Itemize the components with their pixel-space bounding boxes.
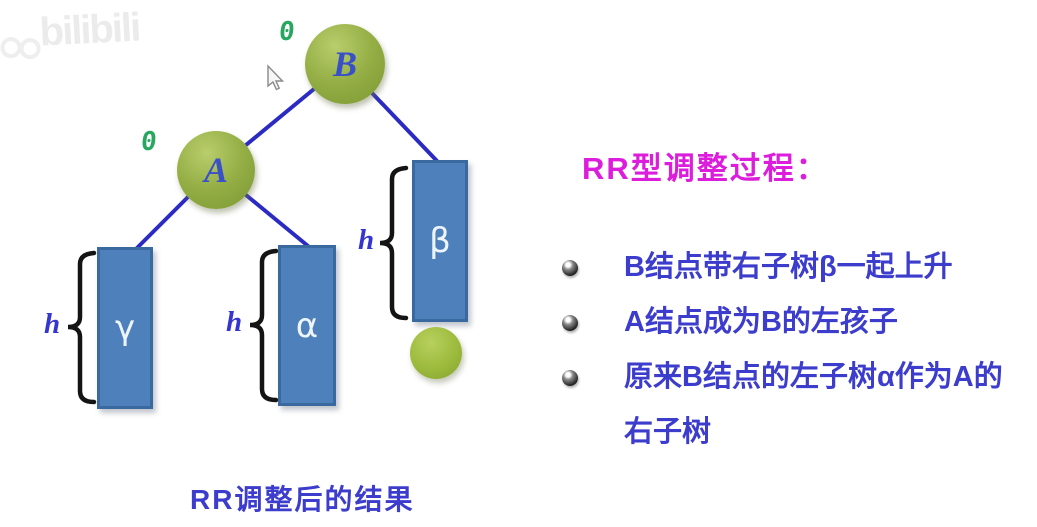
list-item: 原来B结点的左子树α作为A的右子树: [562, 350, 1037, 460]
sphere-bullet-icon: [562, 260, 578, 276]
mouse-cursor-icon: [267, 64, 285, 91]
edge-a-alpha: [244, 193, 310, 248]
edge-b-beta: [370, 91, 439, 163]
bullet-icon-cell: [562, 350, 624, 386]
tree-node-b: B: [305, 24, 385, 104]
watermark-ring-icon: [19, 37, 42, 60]
diagram-caption: RR调整后的结果: [190, 484, 415, 515]
bullet-text: A结点成为B的左孩子: [624, 306, 898, 338]
subtree-beta-rect: β: [412, 160, 468, 322]
sphere-bullet-icon: [562, 370, 578, 386]
edge-a-gamma: [135, 195, 190, 250]
tree-node-a: A: [177, 131, 255, 209]
bullet-icon-cell: [562, 295, 624, 331]
brace-beta: [379, 165, 409, 321]
balance-factor-a: 0: [139, 127, 159, 157]
brace-gamma: [67, 250, 97, 405]
list-item: A结点成为B的左孩子: [562, 295, 1037, 350]
subtree-beta-label: β: [429, 221, 451, 261]
node-b-label: B: [332, 44, 357, 84]
bullet-list: B结点带右子树β一起上升 A结点成为B的左孩子 原来B结点的左子树α作为A的右子…: [562, 240, 1037, 460]
subtree-alpha-rect: α: [278, 245, 336, 406]
height-label-beta: h: [358, 224, 375, 256]
brace-alpha: [249, 248, 279, 403]
panel-title: RR型调整过程：: [582, 151, 829, 186]
subtree-gamma-rect: γ: [97, 247, 153, 409]
balance-factor-b: 0: [277, 17, 297, 47]
list-item: B结点带右子树β一起上升: [562, 240, 1037, 295]
subtree-gamma-label: γ: [114, 308, 136, 348]
node-a-label: A: [203, 150, 228, 190]
height-label-gamma: h: [44, 308, 61, 340]
bilibili-logo-text: bilibili: [38, 5, 141, 55]
bullet-text: B结点带右子树β一起上升: [624, 251, 953, 283]
bilibili-watermark: bilibili: [0, 1, 181, 70]
bullet-text: 原来B结点的左子树α作为A的右子树: [624, 361, 1003, 448]
subtree-alpha-label: α: [295, 305, 319, 346]
edge-b-a: [244, 87, 316, 147]
sphere-bullet-icon: [562, 315, 578, 331]
height-label-alpha: h: [226, 306, 243, 338]
bullet-icon-cell: [562, 240, 624, 276]
leaf-node-ball: [410, 327, 462, 379]
